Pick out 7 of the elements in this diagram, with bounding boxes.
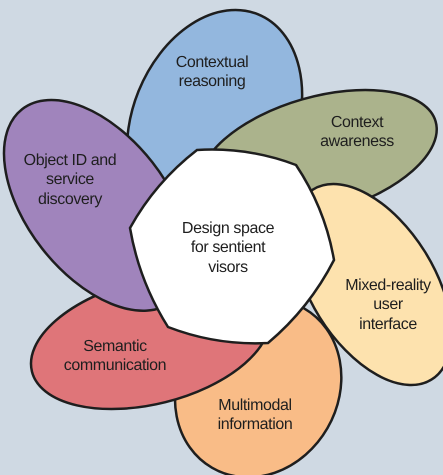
petal-label: Design space for sentient visors	[180, 219, 276, 277]
petal-label: Multimodal information	[216, 396, 294, 434]
petal-label: Object ID and service discovery	[22, 151, 118, 209]
petal-label: Mixed-reality user interface	[344, 276, 432, 334]
petal-label: Context awareness	[319, 112, 395, 152]
petal-label: Semantic communication	[62, 336, 168, 376]
petal-label: Contextual reasoning	[174, 52, 250, 92]
